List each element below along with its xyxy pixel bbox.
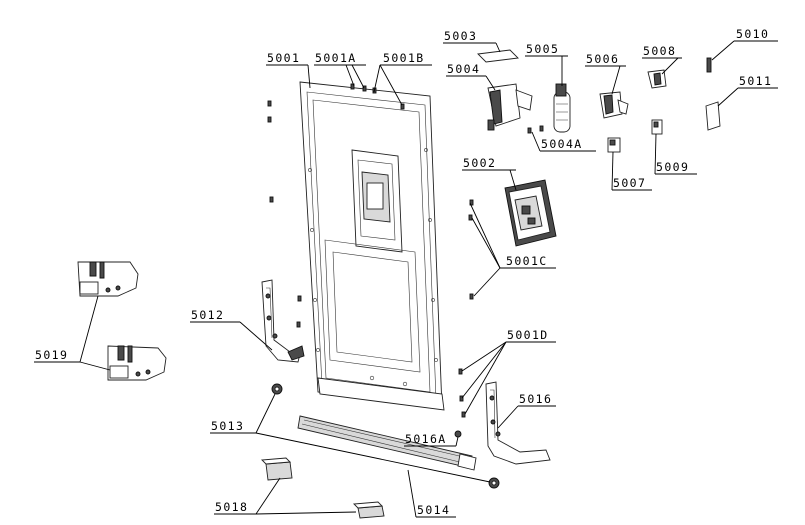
label-5001b: 5001B [383,51,425,65]
part-5008-switch [647,69,667,89]
label-5001a: 5001A [315,51,357,65]
label-5014: 5014 [417,503,450,517]
part-5004-dispenser-bracket [487,83,533,134]
part-5002-control-box [504,179,557,247]
part-5010-pin [706,57,712,73]
part-5009-clip [651,119,663,135]
label-5007: 5007 [613,176,646,190]
label-5019: 5019 [35,348,68,362]
label-5016: 5016 [519,392,552,406]
label-5012: 5012 [191,308,224,322]
part-5007-sensor [607,137,621,153]
label-5010: 5010 [736,27,769,41]
part-5003-plate [477,49,519,63]
label-5005: 5005 [526,42,559,56]
label-5001c: 5001C [506,254,548,268]
part-5011-cover [705,101,721,131]
label-5008: 5008 [643,44,676,58]
part-5016-right-hinge [454,381,551,465]
part-5012-left-hinge [261,279,305,363]
label-5013: 5013 [211,419,244,433]
part-5018-pads [260,457,385,519]
part-5013-rollers [271,383,500,489]
label-5002: 5002 [463,156,496,170]
label-5018: 5018 [215,500,248,514]
part-5019-spring-brackets [77,261,167,381]
label-5006: 5006 [586,52,619,66]
label-5004a: 5004A [541,137,583,151]
part-number-labels: 5001 5001A 5001B 5003 5004 5004A 5005 50… [35,27,772,517]
leader-lines [34,40,778,518]
part-5001-door-panel [299,81,445,411]
loose-screws-left [267,83,474,418]
part-5005-cylinder [539,83,571,133]
label-5004: 5004 [447,62,480,76]
label-5001: 5001 [267,51,300,65]
label-5011: 5011 [739,74,772,88]
part-5014-bottom-rail [297,415,477,471]
label-5016a: 5016A [405,432,447,446]
part-5006-module [599,91,629,119]
label-5001d: 5001D [507,328,549,342]
label-5003: 5003 [444,29,477,43]
label-5009: 5009 [656,160,689,174]
